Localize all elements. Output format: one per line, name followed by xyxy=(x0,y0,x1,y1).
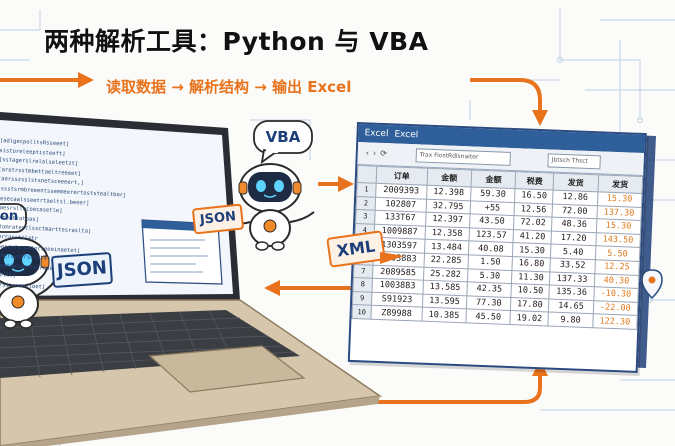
table-cell[interactable]: 72.02 xyxy=(513,215,553,231)
column-header[interactable]: 订单 xyxy=(376,166,428,186)
excel-doc-name: Excel xyxy=(394,129,419,141)
table-cell[interactable]: 11.30 xyxy=(511,270,551,286)
process-flow-caption: 读取数据 → 解析结构 → 输出 Excel xyxy=(106,78,352,96)
column-header[interactable]: 税费 xyxy=(515,171,554,191)
table-cell[interactable]: 10.385 xyxy=(421,307,467,323)
table-cell[interactable]: 16.80 xyxy=(512,256,551,272)
json-big-label: JSON xyxy=(50,251,114,289)
column-header[interactable]: 金额 xyxy=(426,168,472,187)
table-cell[interactable]: 17.80 xyxy=(510,297,550,313)
column-header[interactable]: 发货 xyxy=(597,174,643,194)
arrow-icon xyxy=(0,72,94,88)
table-cell[interactable]: 16.50 xyxy=(514,188,554,204)
column-header[interactable] xyxy=(357,165,377,184)
column-header[interactable]: 发货 xyxy=(553,173,599,192)
search-field[interactable]: Jbtsch Thsct xyxy=(547,153,601,170)
table-cell[interactable]: 45.50 xyxy=(465,309,511,325)
row-number: 7 xyxy=(353,264,374,279)
vba-bubble xyxy=(253,120,313,164)
table-cell[interactable]: Z89988 xyxy=(370,305,423,322)
arrow-icon xyxy=(318,176,354,192)
table-cell[interactable]: 12.56 xyxy=(514,202,553,218)
on-bubble xyxy=(0,203,27,233)
table-cell[interactable]: 41.20 xyxy=(513,229,552,245)
json-card-label: JSON xyxy=(191,203,245,235)
on-label: on xyxy=(0,209,19,224)
excel-window: Excel Excel ‹›⟳ Trax FiostRdlsnaiter Jbts… xyxy=(347,122,647,373)
row-number: 3 xyxy=(355,209,376,225)
table-cell[interactable]: 19.02 xyxy=(510,310,549,326)
table-cell[interactable]: 15.30 xyxy=(512,242,552,259)
arrow-icon xyxy=(470,78,548,126)
robot-icon xyxy=(0,237,55,329)
excel-app-name: Excel xyxy=(364,128,389,140)
row-number: 10 xyxy=(351,304,372,320)
arrow-icon xyxy=(264,280,352,296)
row-number: 9 xyxy=(352,291,372,306)
row-number: 2 xyxy=(356,196,376,211)
location-pin-icon xyxy=(641,269,663,300)
table-cell[interactable]: 122.30 xyxy=(592,314,638,330)
page-title: 两种解析工具：Python 与 VBA xyxy=(44,27,429,56)
row-number: 8 xyxy=(353,277,373,292)
laptop-icon xyxy=(0,112,383,446)
address-field[interactable]: Trax FiostRdlsnaiter xyxy=(415,148,511,166)
code-editor-text: [adlgecpolltsRsseeet] sistoreleeptisteef… xyxy=(0,138,240,350)
vba-label: VBA xyxy=(265,128,301,146)
column-header[interactable]: 金额 xyxy=(471,169,517,189)
robot-icon xyxy=(231,163,315,251)
nav-arrows-icon[interactable]: ‹›⟳ xyxy=(365,148,392,159)
table-cell[interactable]: 9.80 xyxy=(548,312,593,328)
row-number: 1 xyxy=(356,182,377,197)
table-cell[interactable]: 10.50 xyxy=(511,283,550,299)
